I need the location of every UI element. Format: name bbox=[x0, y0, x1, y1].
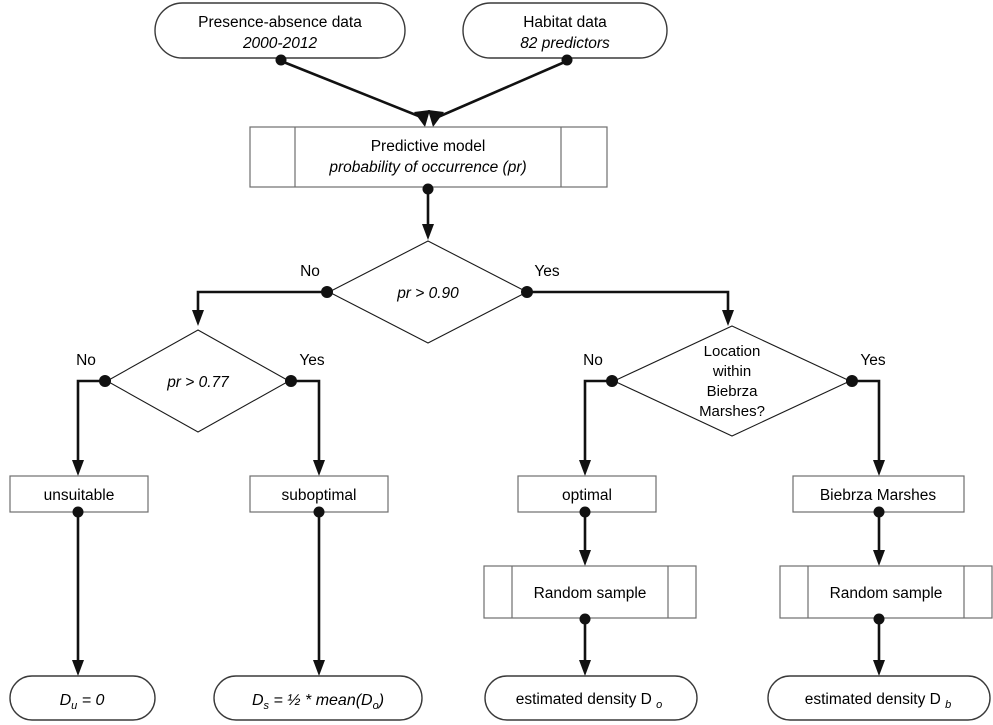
result-du-subscript: u bbox=[71, 700, 77, 712]
unsuitable-label: unsuitable bbox=[44, 487, 115, 504]
predictive-model-line2: probability of occurrence (pr) bbox=[328, 159, 526, 176]
result-ds-prefix: D bbox=[252, 692, 264, 709]
edge-biebrza-no bbox=[579, 379, 612, 476]
decision-pr090-label: pr > 0.90 bbox=[396, 285, 459, 302]
result-ds-subscript2: o bbox=[373, 700, 379, 712]
suboptimal-label: suboptimal bbox=[282, 487, 357, 504]
edge-habitat-to-model bbox=[428, 59, 568, 127]
result-db-prefix: estimated density D bbox=[805, 691, 941, 708]
habitat-line2: 82 predictors bbox=[520, 35, 610, 52]
decision-biebrza-line2: within bbox=[712, 363, 751, 380]
decision-biebrza-line4: Marshes? bbox=[699, 403, 765, 420]
connector-dot bbox=[313, 506, 325, 518]
presence-absence-line2: 2000-2012 bbox=[242, 35, 318, 52]
branch-label-biebrza-yes: Yes bbox=[860, 352, 886, 369]
edge-optimal-to-sample bbox=[579, 512, 591, 566]
node-presence-absence-data[interactable]: Presence-absence data 2000-2012 bbox=[154, 2, 406, 66]
branch-label-biebrza-no: No bbox=[583, 352, 603, 369]
decision-biebrza-line1: Location bbox=[704, 343, 761, 360]
result-du-prefix: D bbox=[60, 692, 72, 709]
connector-dot bbox=[873, 613, 885, 625]
connector-dot bbox=[579, 613, 591, 625]
node-optimal[interactable]: optimal bbox=[517, 475, 657, 518]
decision-biebrza-line3: Biebrza bbox=[707, 383, 759, 400]
node-result-ds[interactable]: Ds = ½ * mean(Do) bbox=[213, 675, 423, 721]
connector-dot-left bbox=[606, 375, 618, 387]
edge-pr077-no bbox=[72, 379, 105, 476]
result-ds-mid: = ½ * mean(D bbox=[269, 692, 373, 709]
node-result-du[interactable]: Du = 0 bbox=[9, 675, 156, 721]
node-biebrza-marshes[interactable]: Biebrza Marshes bbox=[792, 475, 965, 518]
branch-label-pr090-no: No bbox=[300, 263, 320, 280]
node-random-sample-left[interactable]: Random sample bbox=[483, 565, 697, 625]
node-habitat-data[interactable]: Habitat data 82 predictors bbox=[462, 2, 668, 66]
connector-dot bbox=[72, 506, 84, 518]
branch-label-pr077-yes: Yes bbox=[299, 352, 325, 369]
edge-unsuitable-to-du bbox=[72, 512, 84, 676]
result-ds-suffix: ) bbox=[377, 692, 384, 709]
node-decision-biebrza[interactable]: Location within Biebrza Marshes? bbox=[606, 325, 858, 437]
edge-model-to-pr090 bbox=[422, 188, 434, 240]
node-result-do[interactable]: estimated density D o bbox=[484, 675, 698, 721]
result-db-text: estimated density D b bbox=[805, 691, 952, 711]
connector-dot bbox=[873, 506, 885, 518]
branch-label-pr090-yes: Yes bbox=[534, 263, 560, 280]
result-ds-text: Ds = ½ * mean(Do) bbox=[252, 692, 384, 712]
result-db-subscript: b bbox=[945, 699, 951, 711]
node-predictive-model[interactable]: Predictive model probability of occurren… bbox=[249, 126, 608, 195]
edge-suboptimal-to-ds bbox=[313, 512, 325, 676]
result-do-subscript: o bbox=[656, 699, 662, 711]
connector-dot-right bbox=[846, 375, 858, 387]
connector-dot bbox=[561, 54, 573, 66]
branch-label-pr077-no: No bbox=[76, 352, 96, 369]
result-do-text: estimated density D o bbox=[516, 691, 663, 711]
connector-dot-left bbox=[321, 286, 333, 298]
edge-sample-to-do bbox=[579, 619, 591, 676]
connector-dot-right bbox=[285, 375, 297, 387]
random-sample-right-label: Random sample bbox=[830, 585, 943, 602]
decision-pr077-label: pr > 0.77 bbox=[166, 374, 230, 391]
edge-biebrza-box-to-sample bbox=[873, 512, 885, 566]
connector-dot bbox=[579, 506, 591, 518]
edge-pr090-no bbox=[192, 290, 327, 326]
connector-dot bbox=[422, 183, 434, 195]
result-du-text: Du = 0 bbox=[60, 692, 105, 712]
connector-dot bbox=[275, 54, 287, 66]
node-suboptimal[interactable]: suboptimal bbox=[249, 475, 389, 518]
connector-dot-right bbox=[521, 286, 533, 298]
result-do-prefix: estimated density D bbox=[516, 691, 652, 708]
result-ds-subscript: s bbox=[264, 700, 270, 712]
node-unsuitable[interactable]: unsuitable bbox=[9, 475, 149, 518]
edge-biebrza-yes bbox=[852, 379, 885, 476]
node-decision-pr077[interactable]: pr > 0.77 bbox=[99, 329, 297, 433]
edge-presence-to-model bbox=[280, 59, 430, 127]
habitat-line1: Habitat data bbox=[523, 14, 607, 31]
edge-sample-to-db bbox=[873, 619, 885, 676]
connector-dot-left bbox=[99, 375, 111, 387]
node-decision-pr090[interactable]: pr > 0.90 bbox=[321, 240, 533, 344]
node-result-db[interactable]: estimated density D b bbox=[767, 675, 991, 721]
result-du-suffix: = 0 bbox=[77, 692, 104, 709]
biebrza-marshes-label: Biebrza Marshes bbox=[820, 487, 937, 504]
random-sample-left-label: Random sample bbox=[534, 585, 647, 602]
optimal-label: optimal bbox=[562, 487, 612, 504]
presence-absence-line1: Presence-absence data bbox=[198, 14, 362, 31]
edge-pr077-yes bbox=[291, 379, 325, 476]
predictive-model-line1: Predictive model bbox=[371, 138, 486, 155]
node-random-sample-right[interactable]: Random sample bbox=[779, 565, 993, 625]
edge-pr090-yes bbox=[527, 290, 734, 326]
